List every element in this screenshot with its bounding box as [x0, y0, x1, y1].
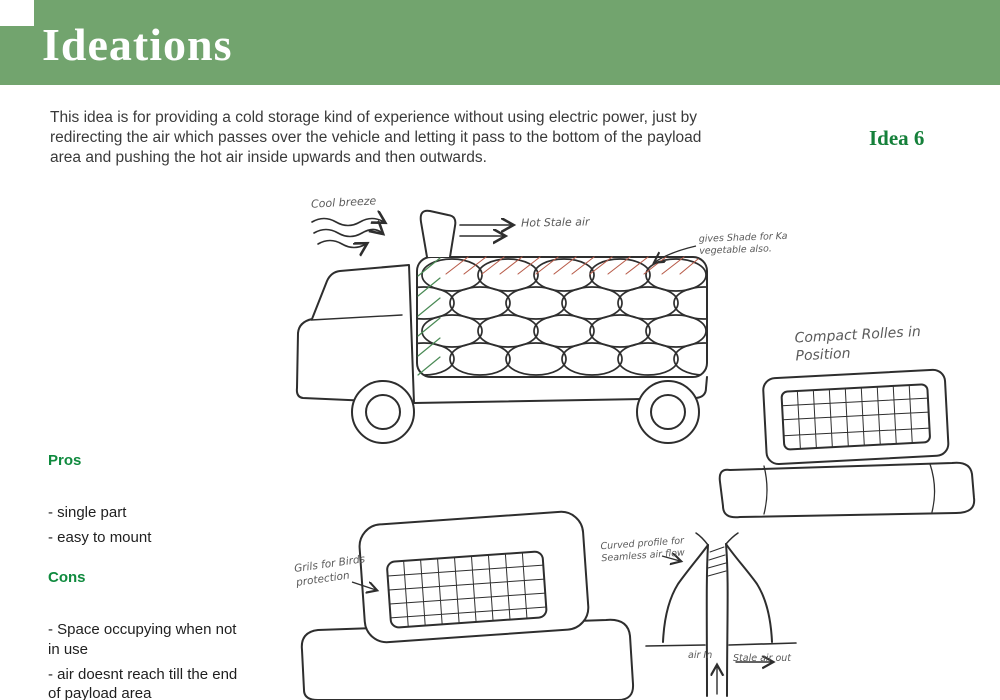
intro-paragraph: This idea is for providing a cold storag… [50, 108, 702, 167]
grills-note-arrow [351, 581, 376, 590]
cool-breeze-arrows [311, 219, 384, 248]
grill-panel-sketch [358, 510, 590, 644]
shade-note-arrow [655, 245, 697, 262]
cons-heading: Cons [48, 569, 86, 587]
header-bar: Ideations [0, 0, 1000, 85]
cons-list: - Space occupying when not in use - air … [48, 620, 243, 700]
pros-heading: Pros [48, 452, 82, 469]
annotation-hot-stale-air: Hot Stale air [520, 215, 590, 230]
hot-air-arrows [459, 225, 512, 236]
roller-panel-sketch [762, 368, 950, 466]
front-hatch [417, 257, 441, 376]
cons-item: - air doesnt reach till the end of paylo… [48, 665, 238, 700]
air-scoop [419, 209, 457, 258]
pros-cons-section: Pros - single part - easy to mount Cons … [48, 452, 243, 700]
pros-item: - single part [48, 504, 127, 521]
shade-hatch [445, 256, 699, 275]
curved-profile-arrow [661, 556, 680, 561]
annotation-gives-shade: gives Shade for Ka vegetable also. [698, 230, 788, 257]
pros-item: - easy to mount [48, 529, 152, 547]
page-title: Ideations [42, 19, 233, 70]
truck-sketch [295, 209, 708, 444]
cons-item: - Space occupying when not in use [48, 621, 237, 658]
roller-base-sketch [718, 461, 976, 519]
header-corner-notch [0, 0, 34, 26]
idea-number-label: Idea 6 [869, 126, 925, 150]
annotation-air-in: air In [688, 650, 713, 661]
annotation-stale-air-out: Stale air out [733, 653, 792, 664]
pros-list: - single part - easy to mount [48, 503, 243, 547]
air-channel-sketch [645, 532, 797, 697]
